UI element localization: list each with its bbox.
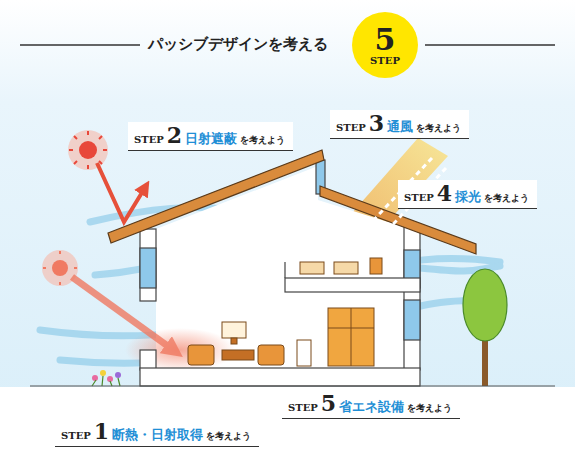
tree bbox=[463, 269, 507, 386]
step-word: STEP bbox=[404, 192, 434, 203]
step-keyword: 採光 bbox=[455, 188, 481, 206]
step-number: 3 bbox=[369, 112, 384, 134]
ground bbox=[0, 387, 575, 462]
step-label: STEP1断熱・日射取得を考えよう bbox=[55, 418, 259, 447]
title-rule bbox=[20, 44, 140, 46]
step-label: STEP2日射遮蔽を考えよう bbox=[128, 122, 293, 151]
step-suffix: を考えよう bbox=[484, 192, 529, 205]
step-word: STEP bbox=[288, 402, 318, 413]
badge-word: STEP bbox=[370, 55, 400, 66]
step-number: 2 bbox=[167, 124, 182, 146]
title-rule bbox=[425, 44, 555, 46]
step-word: STEP bbox=[61, 430, 91, 441]
step-word: STEP bbox=[336, 122, 366, 133]
step-suffix: を考えよう bbox=[416, 122, 461, 135]
step-suffix: を考えよう bbox=[407, 402, 452, 415]
step-number: 4 bbox=[437, 182, 452, 204]
step-keyword: 省エネ設備 bbox=[339, 398, 404, 416]
step-badge: 5STEP bbox=[352, 12, 418, 78]
step-suffix: を考えよう bbox=[206, 430, 251, 443]
sun-reflect-arrow bbox=[97, 163, 146, 222]
badge-number: 5 bbox=[375, 25, 396, 55]
step-suffix: を考えよう bbox=[240, 134, 285, 147]
step-label: STEP4採光を考えよう bbox=[398, 180, 537, 209]
flowers bbox=[92, 370, 121, 386]
sun-gain-arrow bbox=[72, 277, 176, 352]
furniture bbox=[188, 258, 382, 366]
step-label: STEP3通風を考えよう bbox=[330, 110, 469, 139]
ground-line bbox=[30, 386, 555, 387]
step-label: STEP5省エネ設備を考えよう bbox=[282, 390, 460, 419]
diagram-title: パッシブデザインを考える bbox=[148, 35, 328, 54]
step-keyword: 通風 bbox=[387, 118, 413, 136]
step-keyword: 日射遮蔽 bbox=[185, 130, 237, 148]
sun bbox=[42, 130, 108, 286]
step-word: STEP bbox=[134, 134, 164, 145]
step-keyword: 断熱・日射取得 bbox=[112, 426, 203, 444]
step-number: 5 bbox=[321, 392, 336, 414]
step-number: 1 bbox=[94, 420, 109, 442]
